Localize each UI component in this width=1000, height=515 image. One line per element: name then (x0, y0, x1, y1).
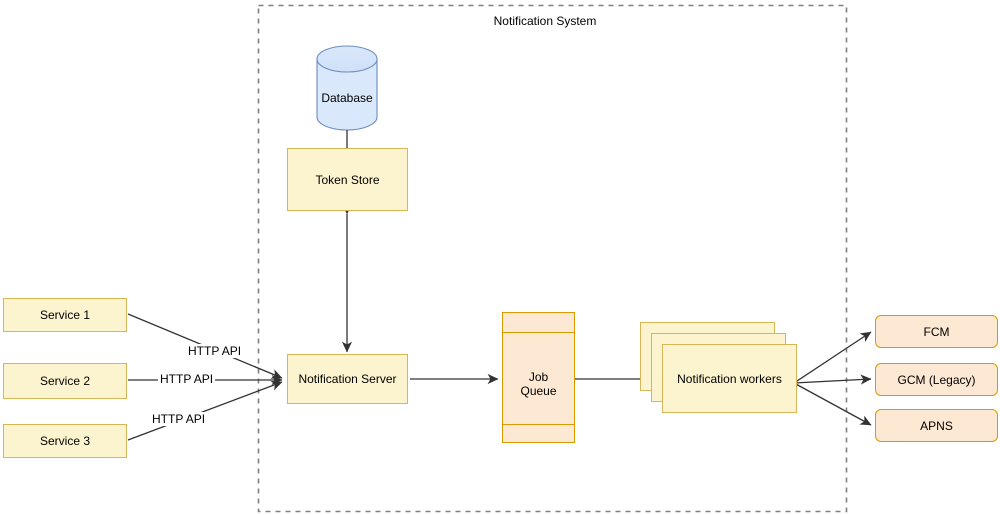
token-store-label: Token Store (315, 172, 380, 187)
node-provider-fcm[interactable]: FCM (875, 315, 998, 348)
job-queue-divider-bottom (503, 424, 574, 425)
edge-workers-to-apns (793, 382, 872, 426)
provider-apns-label: APNS (920, 418, 953, 433)
edge-workers-to-gcm (793, 374, 872, 385)
node-token-store[interactable]: Token Store (287, 148, 408, 211)
node-service-3[interactable]: Service 3 (3, 424, 127, 458)
system-boundary-title: Notification System (493, 14, 597, 28)
job-queue-label-line1: Job (528, 370, 549, 384)
database-cylinder (316, 45, 378, 131)
job-queue-label-line2: Queue (520, 384, 557, 398)
service-2-label: Service 2 (39, 374, 91, 388)
job-queue-divider-top (503, 332, 574, 333)
provider-fcm-label: FCM (923, 324, 950, 339)
edge-workers-to-fcm (793, 331, 872, 384)
worker-card-front: Notification workers (662, 344, 797, 413)
edge-service3-to-server (127, 380, 283, 441)
database-label: Database (321, 91, 373, 105)
node-provider-apns[interactable]: APNS (875, 409, 998, 442)
notification-workers-label: Notification workers (677, 371, 782, 386)
service-3-label: Service 3 (39, 434, 91, 448)
node-notification-server[interactable]: Notification Server (287, 354, 408, 404)
provider-gcm-label: GCM (Legacy) (897, 372, 976, 387)
edge-label-http-api-2: HTTP API (158, 372, 216, 386)
edge-label-http-api-1: HTTP API (186, 344, 244, 358)
job-queue-body (502, 312, 575, 443)
notification-server-label: Notification Server (298, 372, 397, 386)
edge-label-http-api-3: HTTP API (150, 412, 208, 426)
node-service-1[interactable]: Service 1 (3, 298, 127, 332)
service-1-label: Service 1 (39, 308, 91, 322)
node-notification-workers[interactable]: Notification workers (640, 322, 800, 414)
node-job-queue[interactable]: Job Queue (502, 312, 575, 443)
node-service-2[interactable]: Service 2 (3, 363, 127, 399)
node-provider-gcm[interactable]: GCM (Legacy) (875, 363, 998, 396)
